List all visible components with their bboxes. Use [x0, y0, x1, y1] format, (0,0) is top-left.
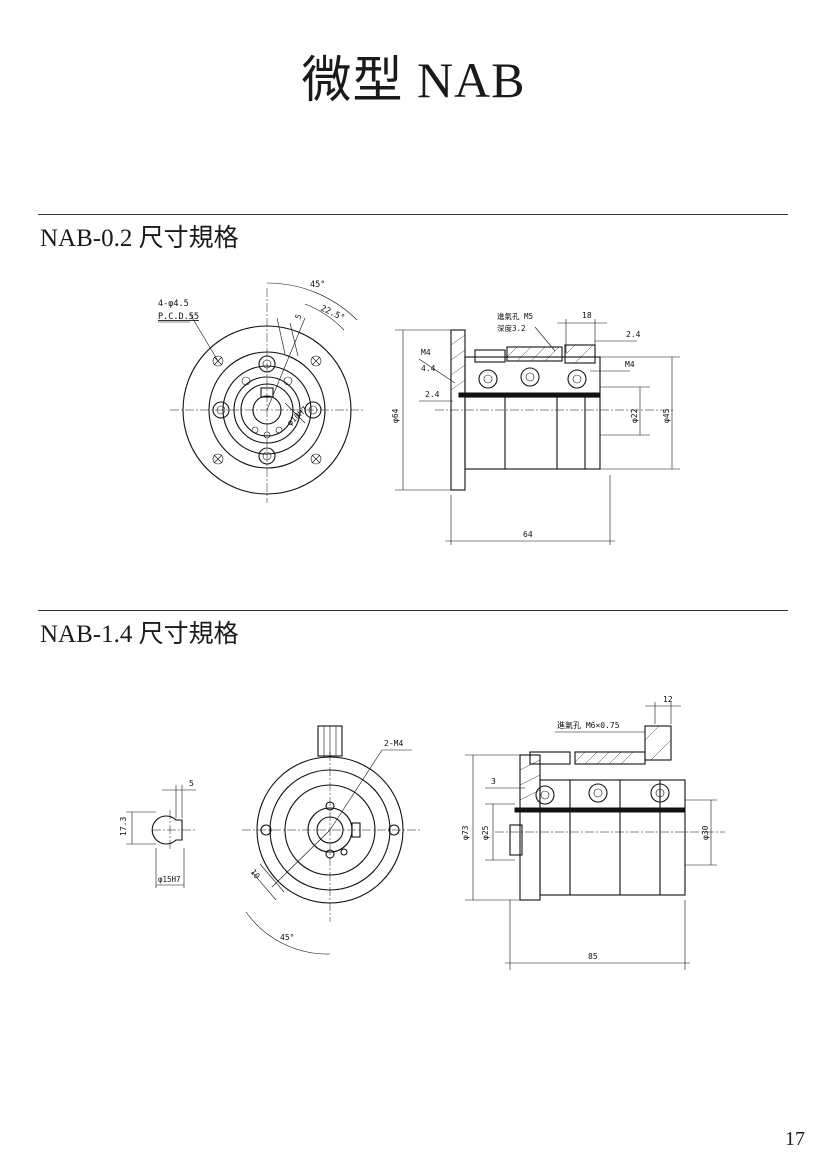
section-divider	[38, 610, 788, 611]
dim-10-label: 10	[248, 868, 261, 881]
dia-25-label: φ25	[481, 825, 490, 840]
front-outline	[158, 282, 365, 503]
section-divider	[38, 214, 788, 215]
dim-3-label: 3	[491, 777, 496, 786]
dim-12-label: 12	[663, 695, 673, 704]
angle-22-5-label: 22.5°	[319, 304, 346, 324]
air-port-label: 進氣孔 M5	[497, 311, 533, 321]
length-85-label: 85	[588, 952, 598, 961]
page-title: 微型 NAB	[301, 52, 526, 108]
slot-width-label: 5	[294, 313, 304, 321]
dia-45-label: φ45	[662, 408, 671, 423]
dia-30-label: φ30	[701, 825, 710, 840]
dim-18-label: 18	[582, 311, 592, 320]
key-width-label: 5	[189, 779, 194, 788]
key-bore-label: φ15H7	[158, 875, 181, 884]
tap-label: 2-M4	[384, 739, 403, 748]
nab-1-4-front-view: 2-M4 10 45°	[242, 725, 422, 955]
air-port-label: 進氣孔 M6×0.75	[557, 720, 620, 730]
front-outline	[242, 725, 422, 955]
angle-45-label: 45°	[310, 280, 325, 290]
section-title-nab-1-4: NAB-1.4 尺寸規格	[40, 621, 239, 648]
dim-4-4-label: 4.4	[421, 364, 436, 373]
key-outline	[126, 785, 197, 888]
nab-1-4-key-view: 5 17.3 φ15H7	[119, 779, 197, 888]
dim-2-4-top-label: 2.4	[626, 330, 641, 339]
pcd-label: P.C.D.55	[158, 312, 199, 322]
dim-2-4-left-label: 2.4	[425, 390, 440, 399]
dia-73-label: φ73	[461, 825, 470, 840]
nab-0-2-front-view: 4-φ4.5 P.C.D.55 45° 22.5° 5 φ10H7	[158, 280, 365, 503]
angle-45-label: 45°	[280, 933, 294, 942]
side-outline	[465, 702, 725, 970]
m4-left-label: M4	[421, 348, 431, 357]
depth-label: 深度3.2	[497, 323, 526, 333]
length-64-label: 64	[523, 530, 533, 539]
m4-right-label: M4	[625, 360, 635, 369]
section-title-nab-0-2: NAB-0.2 尺寸規格	[40, 225, 239, 252]
dia-22-label: φ22	[630, 408, 639, 423]
page-number: 17	[785, 1128, 805, 1150]
dia-64-label: φ64	[391, 408, 400, 423]
hole-note-label: 4-φ4.5	[158, 299, 189, 309]
nab-0-2-side-view: 進氣孔 M5 深度3.2 18 2.4 M4 4.4 2.4 M4 φ64 φ2…	[391, 311, 680, 545]
key-height-label: 17.3	[119, 817, 128, 836]
side-outline	[395, 319, 680, 545]
nab-1-4-side-view: 12 進氣孔 M6×0.75 3 φ73 φ25 φ30 85	[461, 695, 725, 970]
